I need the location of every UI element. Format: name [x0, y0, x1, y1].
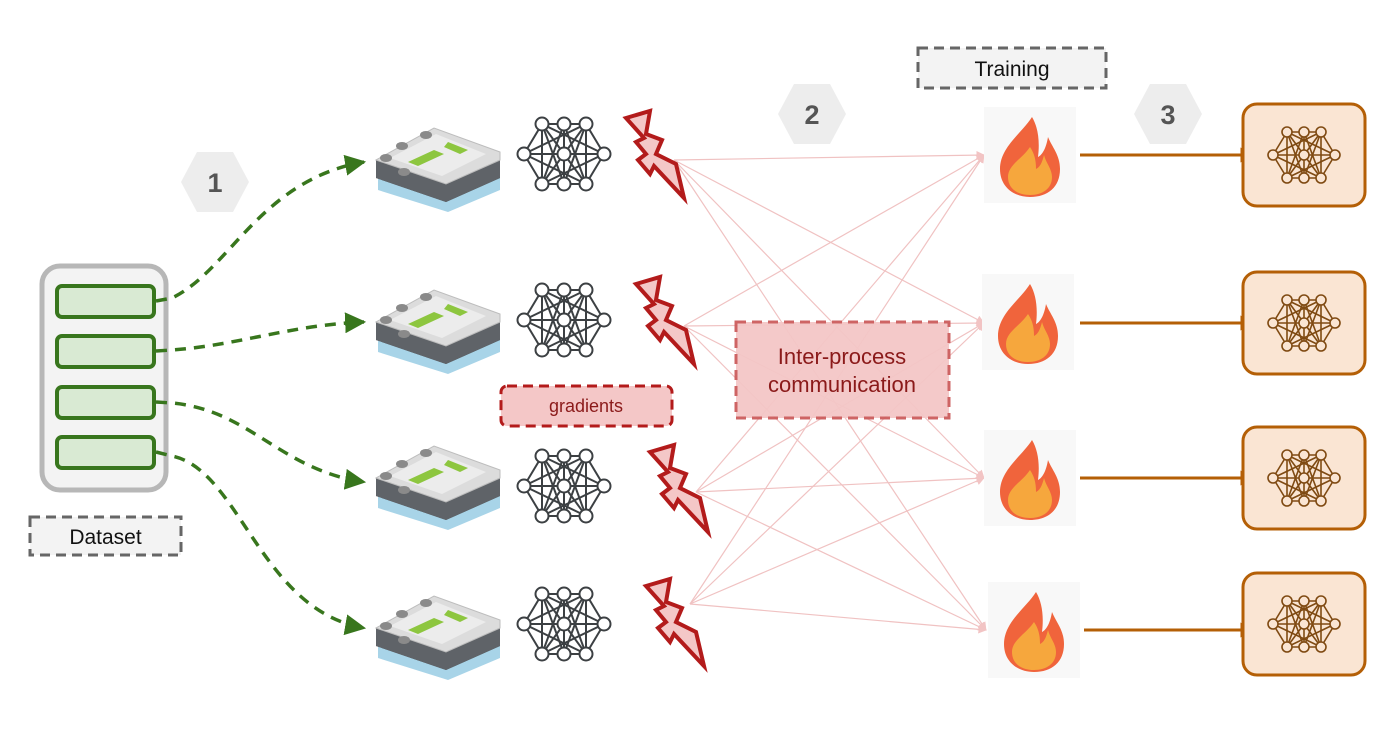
hard-drive-icon — [375, 595, 501, 681]
hard-drive-icon — [375, 127, 501, 213]
fire-icon — [988, 582, 1080, 678]
hard-drive-icon — [375, 445, 501, 531]
worker-3 — [375, 443, 710, 534]
dataset-container — [39, 263, 169, 493]
shard-arrow — [155, 154, 367, 303]
ipc-label-line1: Inter-process — [778, 344, 906, 369]
fire-icon — [984, 107, 1076, 203]
output-model-2 — [1241, 270, 1367, 376]
fire-icon — [982, 274, 1074, 370]
step-3-badge: 3 — [1134, 84, 1202, 144]
gradient-link — [673, 159, 985, 324]
worker-1 — [375, 109, 686, 213]
output-model-3 — [1241, 425, 1367, 531]
dataset-shard — [55, 435, 156, 470]
dataset-shard — [55, 385, 156, 420]
training-output-arrows — [1080, 147, 1256, 638]
shard-arrow — [155, 312, 367, 353]
gradient-link — [689, 477, 985, 605]
fire-icon — [984, 430, 1076, 526]
shard-arrow — [155, 400, 367, 490]
step-number: 1 — [207, 168, 222, 198]
neural-network-icon — [516, 282, 612, 358]
ipc-label-line2: communication — [768, 372, 916, 397]
hard-drive-icon — [375, 289, 501, 375]
gradient-link — [673, 159, 985, 479]
step-number: 3 — [1160, 100, 1175, 130]
step-number: 2 — [804, 100, 819, 130]
dataset-shard — [55, 284, 156, 319]
inter-process-communication-box: Inter-process communication — [734, 320, 951, 420]
shard-distribution-arrows — [155, 154, 367, 636]
lightning-bolt-icon — [624, 109, 686, 200]
shard-arrow — [155, 450, 367, 636]
gradient-link — [695, 474, 985, 493]
neural-network-icon — [516, 116, 612, 192]
output-model-4 — [1241, 571, 1367, 677]
gradient-link — [689, 603, 987, 634]
step-1-badge: 1 — [181, 152, 249, 212]
training-label-text: Training — [974, 58, 1049, 81]
training-label: Training — [916, 46, 1108, 90]
worker-2 — [375, 275, 696, 375]
gradient-link — [695, 491, 987, 631]
step-2-badge: 2 — [778, 84, 846, 144]
neural-network-icon — [516, 586, 612, 662]
gradients-label: gradients — [499, 384, 674, 428]
lightning-bolt-icon — [634, 275, 696, 366]
gradient-link — [683, 154, 985, 327]
neural-network-icon — [516, 448, 612, 524]
lightning-bolt-icon — [644, 577, 706, 668]
gradient-link — [673, 150, 985, 161]
worker-4 — [375, 577, 706, 681]
output-model-1 — [1241, 102, 1367, 208]
dataset-shard — [55, 334, 156, 369]
gradient-link — [683, 325, 987, 631]
dataset-label: Dataset — [28, 515, 183, 557]
dataset-label-text: Dataset — [69, 526, 142, 549]
gradients-label-text: gradients — [549, 396, 623, 416]
